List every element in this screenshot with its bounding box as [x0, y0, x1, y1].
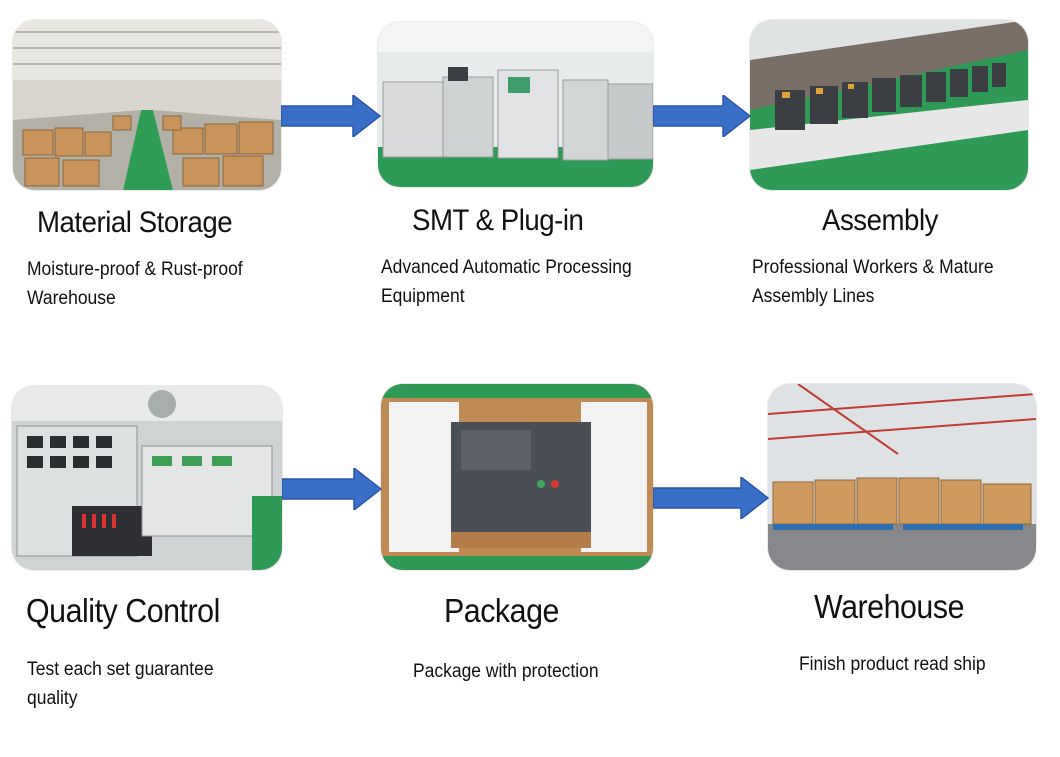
- flow-arrow-3: [282, 468, 382, 510]
- package-photo: [381, 384, 653, 570]
- material-storage-photo: [13, 20, 281, 190]
- step-desc-material-storage-line2: Warehouse: [27, 288, 116, 309]
- flow-arrow-2: [653, 95, 751, 137]
- assembly-line-photo: [750, 20, 1028, 190]
- flow-arrow-1: [281, 95, 381, 137]
- step-desc-quality-line1: Test each set guarantee: [27, 659, 214, 680]
- step-desc-smt-line2: Equipment: [381, 286, 465, 307]
- step-desc-smt-line1: Advanced Automatic Processing: [381, 257, 632, 278]
- step-title-material-storage: Material Storage: [37, 206, 233, 239]
- step-title-warehouse: Warehouse: [814, 588, 964, 625]
- smt-machines-photo: [378, 22, 653, 187]
- warehouse-photo: [768, 384, 1036, 570]
- quality-testing-photo: [12, 386, 282, 570]
- step-title-smt-plug-in: SMT & Plug-in: [412, 204, 584, 237]
- step-desc-assembly-line1: Professional Workers & Mature: [752, 257, 994, 278]
- step-desc-material-storage-line1: Moisture-proof & Rust-proof: [27, 259, 243, 280]
- step-desc-warehouse-line1: Finish product read ship: [799, 654, 986, 675]
- flow-arrow-4: [653, 477, 769, 519]
- step-desc-quality-line2: quality: [27, 688, 78, 709]
- step-title-quality-control: Quality Control: [26, 592, 220, 629]
- step-desc-assembly-line2: Assembly Lines: [752, 286, 875, 307]
- step-title-assembly: Assembly: [822, 204, 938, 237]
- step-desc-package-line1: Package with protection: [413, 661, 599, 682]
- step-title-package: Package: [444, 592, 559, 629]
